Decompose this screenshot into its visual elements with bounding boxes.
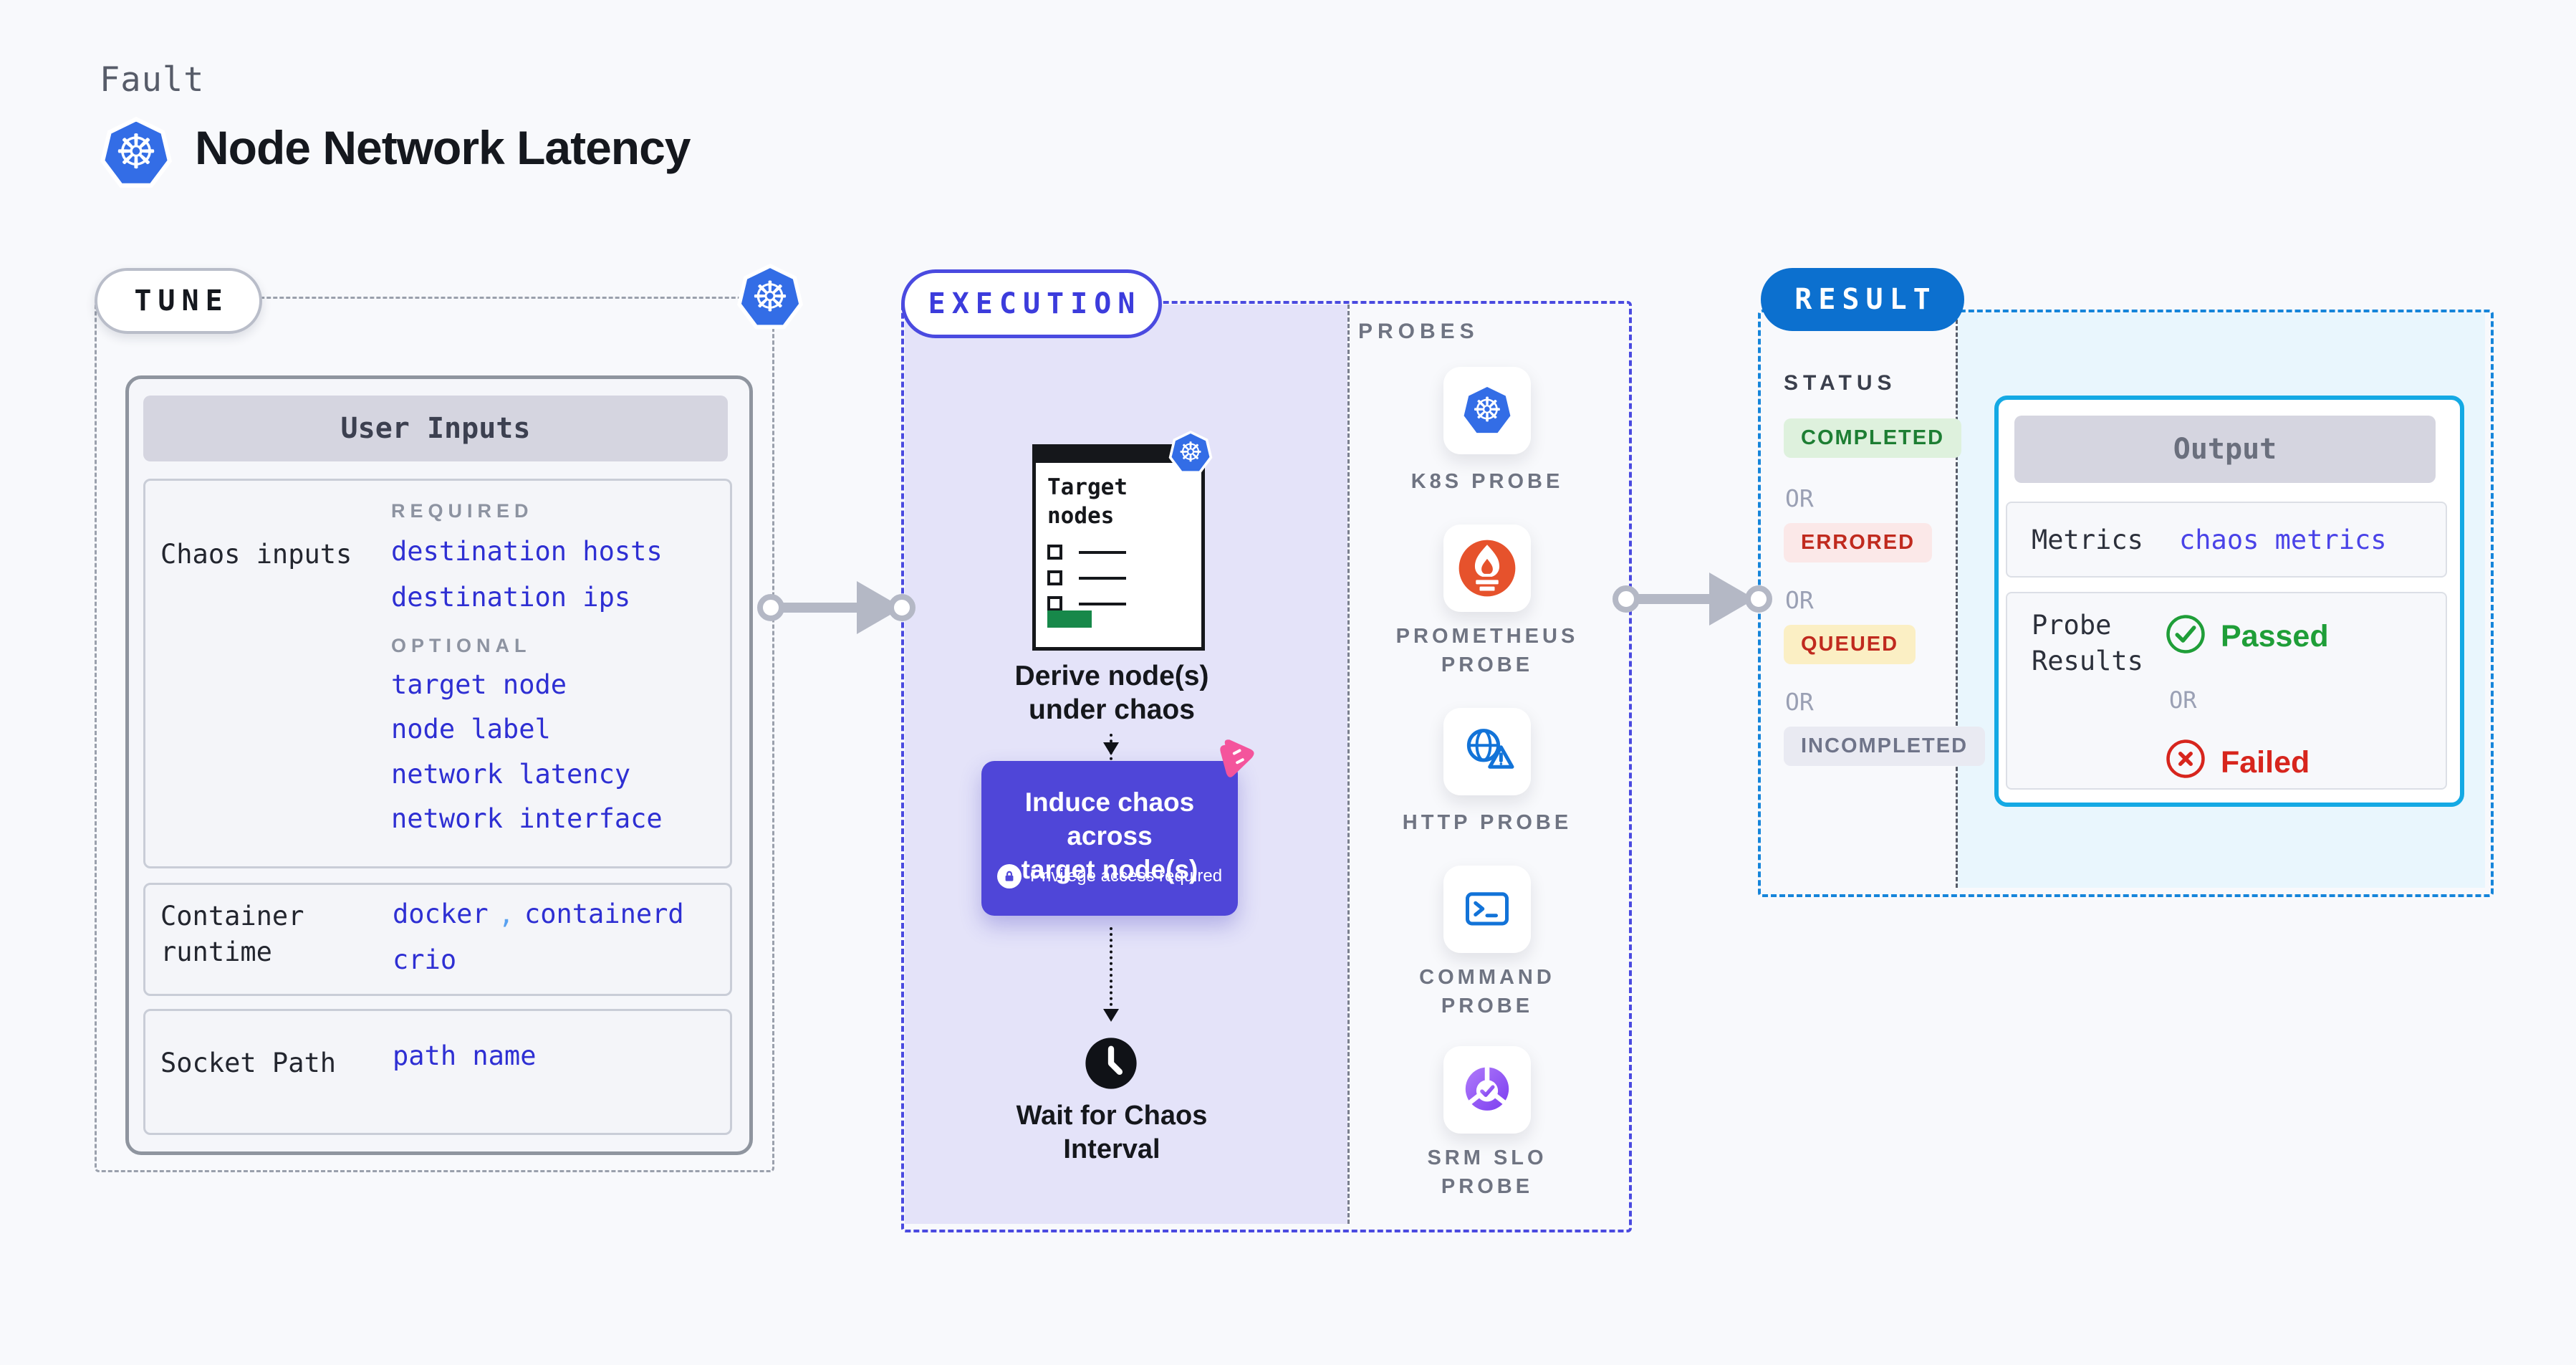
link-network-latency[interactable]: network latency (391, 759, 631, 790)
connector-dot (757, 594, 784, 621)
passed-check-icon (2166, 615, 2205, 653)
result-divider (1956, 313, 1958, 888)
metrics-row (2006, 502, 2447, 578)
probe-card-srm-slo (1443, 1046, 1531, 1134)
privilege-note: Privilege access required (993, 864, 1226, 889)
node-checkbox[interactable] (1047, 545, 1062, 560)
probes-divider (1347, 305, 1350, 1224)
induce-chaos-box (981, 761, 1238, 916)
target-nodes-title: Target nodes (1047, 474, 1128, 529)
dotted-connector (1110, 927, 1112, 1012)
probe-card-k8s: ☸ (1443, 367, 1531, 454)
metrics-label: Metrics (2032, 525, 2143, 555)
tune-badge: TUNE (95, 268, 262, 334)
srm-slo-probe-icon (1465, 1065, 1509, 1111)
status-badge-queued: QUEUED (1784, 625, 1916, 664)
node-checkbox[interactable] (1047, 570, 1062, 585)
status-heading: STATUS (1784, 371, 1897, 395)
passed-label: Passed (2221, 619, 2329, 653)
page-title: Node Network Latency (195, 121, 691, 174)
probe-card-http (1443, 708, 1531, 795)
connector-dot (1745, 585, 1772, 613)
value-separator: , (498, 899, 514, 929)
socket-path-label: Socket Path (160, 1048, 337, 1078)
execution-badge: EXECUTION (901, 269, 1162, 338)
link-path-name[interactable]: path name (393, 1040, 537, 1071)
probe-card-command (1443, 866, 1531, 953)
failed-x-icon (2166, 739, 2205, 778)
probe-label-command: COMMAND PROBE (1419, 966, 1555, 1017)
wait-step-label: Wait for Chaos Interval (1016, 1101, 1208, 1164)
derive-step-label: Derive node(s) under chaos (1014, 661, 1209, 725)
result-badge: RESULT (1761, 268, 1964, 331)
link-network-interface[interactable]: network interface (391, 803, 663, 834)
connector-dot (1613, 585, 1640, 613)
tune-section-frame (95, 297, 774, 1172)
output-title: Output (2014, 416, 2436, 483)
container-runtime-label: Container runtime (160, 901, 304, 967)
chaos-inputs-section (143, 479, 732, 868)
required-heading: REQUIRED (391, 500, 534, 522)
optional-heading: OPTIONAL (391, 635, 532, 656)
prometheus-icon (1458, 540, 1516, 597)
probe-label-http: HTTP PROBE (1402, 811, 1572, 834)
connector-dot (888, 594, 915, 621)
container-runtime-values: docker, containerd (393, 899, 684, 929)
chaos-litmus-icon (1220, 739, 1254, 777)
node-checkbox[interactable] (1047, 596, 1062, 611)
chaos-inputs-label: Chaos inputs (160, 539, 352, 570)
kubernetes-icon: ☸ (1460, 383, 1514, 438)
or-label: OR (1785, 688, 1814, 716)
socket-path-section (143, 1009, 732, 1135)
tune-to-execution-arrow (774, 603, 864, 613)
node-line (1079, 603, 1126, 605)
dotted-arrow-head (1103, 742, 1119, 755)
probes-heading: PROBES (1358, 320, 1479, 343)
fault-eyebrow: Fault (100, 60, 205, 100)
induce-chaos-label: Induce chaos across target node(s) (1021, 787, 1198, 884)
http-probe-icon (1466, 729, 1514, 769)
command-probe-icon (1466, 892, 1509, 926)
or-label: OR (1785, 586, 1814, 614)
probe-label-srm-slo: SRM SLO PROBE (1427, 1146, 1547, 1198)
link-containerd[interactable]: containerd (524, 899, 684, 929)
dotted-arrow-head (1103, 1009, 1119, 1022)
kubernetes-helm-glyph: ☸ (115, 124, 158, 180)
container-runtime-section (143, 883, 732, 996)
kubernetes-icon: ☸ (100, 117, 173, 190)
link-destination-hosts[interactable]: destination hosts (391, 536, 663, 567)
node-line (1079, 551, 1126, 554)
probe-label-k8s: K8S PROBE (1410, 470, 1564, 493)
execution-to-result-arrow (1628, 594, 1714, 604)
probe-label-prometheus: PROMETHEUS PROBE (1395, 625, 1579, 676)
window-button[interactable] (1047, 610, 1092, 628)
probe-results-label: Probe Results (2032, 610, 2143, 676)
failed-label: Failed (2221, 745, 2310, 780)
link-docker[interactable]: docker (393, 899, 489, 929)
status-badge-completed: COMPLETED (1784, 418, 1962, 458)
probe-card-prometheus (1443, 525, 1531, 612)
kubernetes-icon: ☸ (1168, 431, 1213, 475)
link-node-label[interactable]: node label (391, 714, 551, 744)
lock-icon (996, 864, 1022, 889)
probe-results-row (2006, 592, 2447, 790)
clock-icon (1085, 1038, 1137, 1089)
status-badge-incompleted: INCOMPLETED (1784, 727, 1986, 766)
or-label: OR (2169, 686, 2197, 714)
link-chaos-metrics[interactable]: chaos metrics (2179, 525, 2387, 555)
execution-section-frame (901, 301, 1632, 1232)
link-target-node[interactable]: target node (391, 669, 567, 700)
status-badge-errored: ERRORED (1784, 523, 1933, 562)
link-destination-ips[interactable]: destination ips (391, 582, 631, 613)
node-line (1079, 577, 1126, 580)
or-label: OR (1785, 484, 1814, 512)
link-crio[interactable]: crio (393, 944, 457, 975)
kubernetes-icon: ☸ (736, 264, 804, 331)
user-inputs-title: User Inputs (143, 396, 728, 461)
